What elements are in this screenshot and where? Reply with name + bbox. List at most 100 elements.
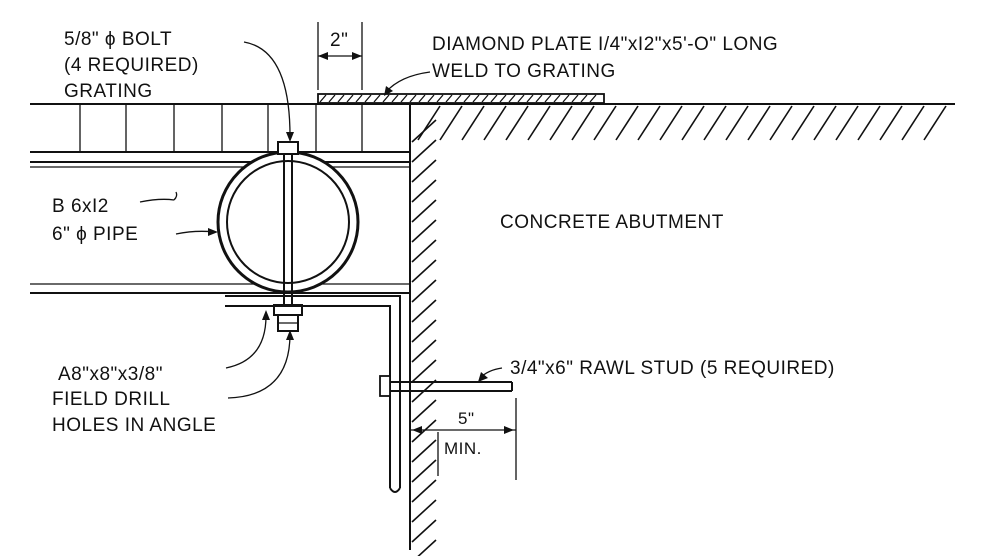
concrete-top-hatch-line bbox=[725, 105, 749, 141]
grating bbox=[30, 103, 410, 153]
concrete-top-hatch-line bbox=[769, 105, 793, 141]
pipe-6in bbox=[216, 150, 360, 294]
diamond-plate-hatch-line bbox=[463, 94, 471, 103]
dimension-2in-label: 2" bbox=[330, 30, 348, 51]
angle-8x8 bbox=[225, 295, 401, 493]
concrete-side-hatch-line bbox=[411, 279, 437, 303]
concrete-top-hatch-line bbox=[417, 105, 441, 141]
diamond-plate-hatch-line bbox=[409, 94, 417, 103]
diamond-plate bbox=[317, 93, 605, 104]
concrete-side-hatch-line bbox=[411, 399, 437, 423]
diamond-plate-label-line2: WELD TO GRATING bbox=[432, 61, 616, 82]
diamond-plate-hatch-line bbox=[427, 94, 435, 103]
concrete-top-hatch-line bbox=[527, 105, 551, 141]
diamond-plate-hatch-line bbox=[508, 94, 516, 103]
concrete-side-hatch-line bbox=[411, 139, 437, 163]
concrete-side-hatch-line bbox=[417, 539, 437, 556]
concrete-top-hatch-line bbox=[791, 105, 815, 141]
pipe-label: 6" ϕ PIPE bbox=[52, 224, 138, 245]
concrete-side-hatch-line bbox=[411, 259, 437, 283]
diamond-plate-hatch-line bbox=[589, 94, 597, 103]
concrete-side-hatch-line bbox=[411, 439, 437, 463]
concrete-top-hatch-line bbox=[747, 105, 771, 141]
concrete-side-hatch-line bbox=[411, 119, 437, 143]
concrete-top-hatch-line bbox=[549, 105, 573, 141]
diamond-plate-hatch-line bbox=[454, 94, 462, 103]
diamond-plate-hatch-line bbox=[382, 94, 390, 103]
concrete-top-hatch-line bbox=[505, 105, 529, 141]
diamond-plate-hatch-line bbox=[418, 94, 426, 103]
concrete-side-hatch-line bbox=[411, 359, 437, 383]
concrete-side-hatch-line bbox=[411, 519, 437, 543]
diamond-plate-hatch-line bbox=[517, 94, 525, 103]
diamond-plate-hatch-line bbox=[526, 94, 534, 103]
annotations: 5/8" ϕ BOLT (4 REQUIRED) GRATING 2" DIAM… bbox=[52, 29, 835, 458]
rawl-stud bbox=[379, 375, 513, 397]
diamond-plate-hatch-line bbox=[400, 94, 408, 103]
dimension-5in-min bbox=[410, 398, 517, 480]
diamond-plate-hatch-line bbox=[553, 94, 561, 103]
beam-b6x12 bbox=[30, 161, 410, 294]
rawl-stud-label: 3/4"x6" RAWL STUD (5 REQUIRED) bbox=[510, 358, 835, 379]
u-bolt bbox=[273, 141, 303, 332]
diamond-plate-hatch-line bbox=[355, 94, 363, 103]
concrete-top-hatch-line bbox=[879, 105, 903, 141]
bolt-label-line2: (4 REQUIRED) bbox=[64, 55, 199, 76]
concrete-top-hatch-line bbox=[901, 105, 925, 141]
diamond-plate-hatch-line bbox=[436, 94, 444, 103]
dimension-min-label: MIN. bbox=[444, 439, 482, 458]
diamond-plate-hatch-line bbox=[580, 94, 588, 103]
bolt-label-line1: 5/8" ϕ BOLT bbox=[64, 29, 172, 50]
concrete-side-hatch-line bbox=[411, 219, 437, 243]
concrete-side-hatch-line bbox=[411, 319, 437, 343]
diamond-plate-hatch-line bbox=[571, 94, 579, 103]
diamond-plate-hatch-line bbox=[472, 94, 480, 103]
concrete-top-hatch-line bbox=[703, 105, 727, 141]
concrete-top-hatch-line bbox=[681, 105, 705, 141]
diamond-plate-hatch-line bbox=[490, 94, 498, 103]
concrete-side-hatch-line bbox=[411, 419, 437, 443]
diamond-plate-hatch-line bbox=[535, 94, 543, 103]
diamond-plate-hatch-line bbox=[373, 94, 381, 103]
concrete-side-hatch-line bbox=[411, 239, 437, 263]
concrete-side-hatch-line bbox=[411, 159, 437, 183]
abutment-vertical-face bbox=[409, 104, 437, 556]
abutment-top-surface bbox=[410, 103, 955, 141]
concrete-top-hatch-line bbox=[637, 105, 661, 141]
concrete-side-hatch-line bbox=[411, 339, 437, 363]
diamond-plate-hatch-line bbox=[445, 94, 453, 103]
concrete-top-hatch-line bbox=[659, 105, 683, 141]
dimension-5in-label: 5" bbox=[458, 409, 475, 428]
angle-label-line3: HOLES IN ANGLE bbox=[52, 415, 216, 436]
concrete-top-hatch-line bbox=[593, 105, 617, 141]
concrete-top-hatch-line bbox=[813, 105, 837, 141]
concrete-side-hatch-line bbox=[411, 499, 437, 523]
concrete-top-hatch-line bbox=[835, 105, 859, 141]
diamond-plate-hatch-line bbox=[328, 94, 336, 103]
dimension-2in bbox=[317, 22, 363, 90]
angle-label-line2: FIELD DRILL bbox=[52, 389, 170, 410]
concrete-top-hatch-line bbox=[571, 105, 595, 141]
concrete-side-hatch-line bbox=[411, 299, 437, 323]
grating-label: GRATING bbox=[64, 81, 153, 102]
diamond-plate-hatch-line bbox=[562, 94, 570, 103]
diamond-plate-hatch-line bbox=[481, 94, 489, 103]
concrete-top-hatch-line bbox=[857, 105, 881, 141]
concrete-top-hatch-line bbox=[483, 105, 507, 141]
diamond-plate-hatch-line bbox=[337, 94, 345, 103]
concrete-top-hatch-line bbox=[461, 105, 485, 141]
concrete-top-hatch-line bbox=[923, 105, 947, 141]
beam-label: B 6xI2 bbox=[52, 196, 109, 217]
angle-label-line1: A8"x8"x3/8" bbox=[58, 364, 163, 385]
concrete-top-hatch-line bbox=[439, 105, 463, 141]
concrete-side-hatch-line bbox=[411, 199, 437, 223]
diamond-plate-hatch-line bbox=[346, 94, 354, 103]
diamond-plate-hatch-line bbox=[499, 94, 507, 103]
diamond-plate-hatch-line bbox=[544, 94, 552, 103]
concrete-side-hatch-line bbox=[411, 179, 437, 203]
diamond-plate-hatch-line bbox=[319, 94, 327, 103]
concrete-side-hatch-line bbox=[411, 479, 437, 503]
concrete-abutment-label: CONCRETE ABUTMENT bbox=[500, 212, 724, 233]
